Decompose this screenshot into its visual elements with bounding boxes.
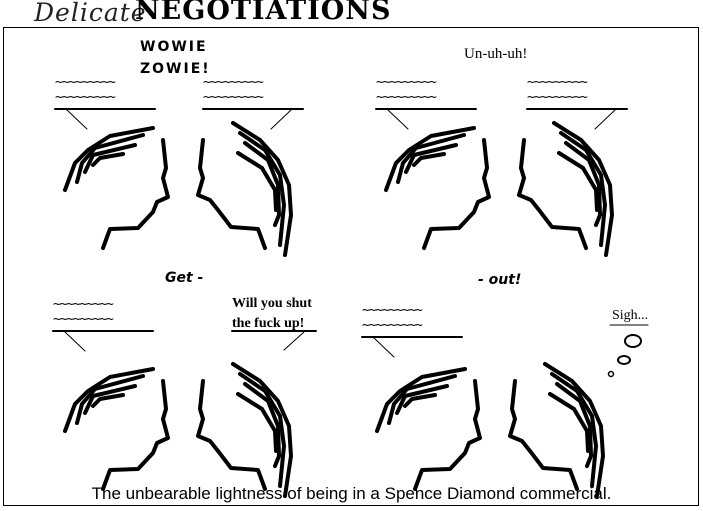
p1-right-bubble-tail <box>270 109 292 130</box>
title-main: NEGOTIATIONS <box>135 0 392 26</box>
p4-left-bubble-tail <box>373 337 395 358</box>
p3-left-bubble-squiggle: ~~~~~~~~~ <box>53 312 114 327</box>
left-hair <box>83 143 137 174</box>
left-hair <box>63 367 155 433</box>
thought-bubble-large <box>624 334 642 348</box>
thought-bubble-medium <box>617 355 631 365</box>
p1-left-bubble-squiggle: ~~~~~~~~~ <box>55 75 116 90</box>
right-hair <box>555 382 593 468</box>
left-hair <box>403 393 437 408</box>
p2-left-bubble-squiggle: ~~~~~~~~~ <box>376 90 437 105</box>
panel3-caption: Get - <box>165 270 204 286</box>
panel1-caption: WOWIE ZOWIE! <box>140 36 211 80</box>
right-hair <box>243 141 281 227</box>
right-hair <box>236 392 278 453</box>
panel3-speech-line1: Will you shut <box>232 296 312 311</box>
right-hair <box>548 392 590 453</box>
p3-right-tail <box>283 331 305 351</box>
left-face <box>413 379 482 491</box>
title-prefix: Delicate <box>34 0 147 27</box>
comic-frame <box>3 27 699 506</box>
panel3-speech-line2: the fuck up! <box>232 316 305 331</box>
right-face <box>517 138 588 250</box>
panel4-thought: Sigh... <box>612 308 649 323</box>
right-hair <box>559 131 607 247</box>
right-hair <box>238 372 286 488</box>
right-hair <box>231 362 293 498</box>
left-hair <box>83 384 137 415</box>
left-hair <box>412 152 446 167</box>
right-hair <box>231 121 293 257</box>
footer-caption: The unbearable lightness of being in a S… <box>91 484 612 503</box>
p2-right-bubble-squiggle: ~~~~~~~~~ <box>527 75 588 90</box>
right-hair <box>564 141 602 227</box>
p2-right-bubble-squiggle: ~~~~~~~~~ <box>527 90 588 105</box>
panel4-caption: - out! <box>478 272 522 288</box>
left-hair <box>395 384 449 415</box>
left-hair <box>75 374 145 425</box>
right-face <box>196 138 267 250</box>
right-hair <box>243 382 281 468</box>
left-hair <box>387 374 457 425</box>
p4-left-bubble-squiggle: ~~~~~~~~~ <box>362 303 423 318</box>
p1-right-bubble-squiggle: ~~~~~~~~~ <box>203 90 264 105</box>
left-hair <box>63 126 155 192</box>
panel3-speech: Will you shut the fuck up! <box>232 294 312 334</box>
left-hair <box>75 133 145 184</box>
left-hair <box>384 126 476 192</box>
left-face <box>101 138 170 250</box>
panel1-caption-line2: ZOWIE! <box>140 61 211 77</box>
left-hair <box>375 367 467 433</box>
right-hair <box>552 121 614 257</box>
right-hair <box>550 372 598 488</box>
p4-left-bubble-squiggle: ~~~~~~~~~ <box>362 318 423 333</box>
right-hair <box>238 131 286 247</box>
left-hair <box>404 143 458 174</box>
right-hair <box>557 151 599 212</box>
left-face <box>422 138 491 250</box>
panel2-speech: Un-uh-uh! <box>464 46 528 62</box>
p2-left-bubble-squiggle: ~~~~~~~~~ <box>376 75 437 90</box>
p2-left-bubble-tail <box>387 109 409 130</box>
panel1-caption-line1: WOWIE <box>140 39 208 55</box>
left-hair <box>396 133 466 184</box>
p3-left-bubble-squiggle: ~~~~~~~~~ <box>53 297 114 312</box>
left-hair <box>91 393 125 408</box>
right-face <box>508 379 579 491</box>
right-hair <box>543 362 605 498</box>
p3-left-bubble-tail <box>64 331 86 352</box>
p1-left-bubble-tail <box>66 109 88 130</box>
left-face <box>101 379 170 491</box>
p1-right-bubble-squiggle: ~~~~~~~~~ <box>203 75 264 90</box>
thought-bubble-small <box>607 370 615 378</box>
right-face <box>196 379 267 491</box>
p2-right-bubble-tail <box>594 109 616 130</box>
right-hair <box>236 151 278 212</box>
left-hair <box>91 152 125 167</box>
p1-left-bubble-squiggle: ~~~~~~~~~ <box>55 90 116 105</box>
